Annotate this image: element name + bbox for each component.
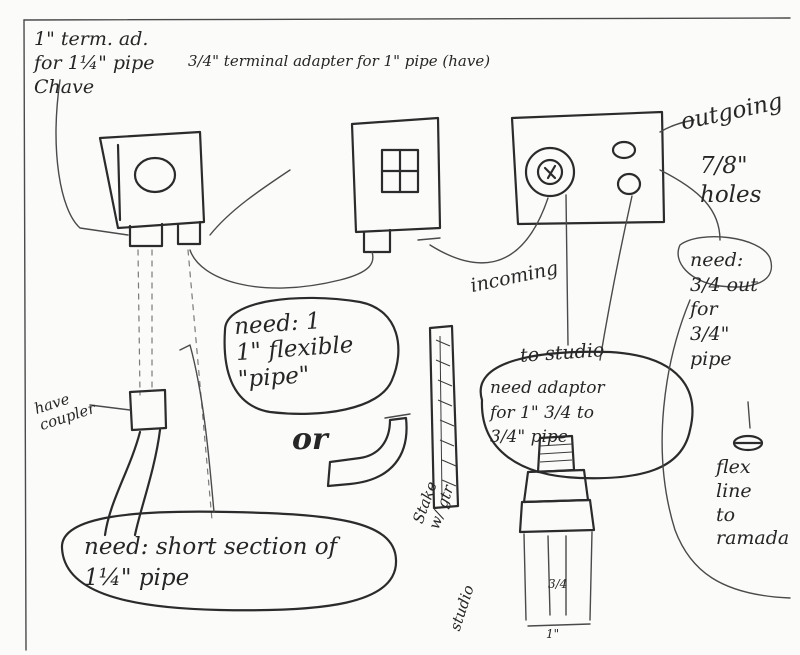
- to-studio-arrow: [599, 195, 633, 361]
- adaptor-fitting: [518, 434, 596, 627]
- flex-pipe-bubble: [223, 296, 400, 415]
- left-conduit-dash-1: [137, 249, 141, 396]
- incoming-arrow: [429, 197, 549, 264]
- outgoing-hole-1: [611, 140, 637, 160]
- elbow-fitting: [326, 416, 408, 488]
- adaptor-dim-small: 3/4: [548, 577, 568, 591]
- paper-top-edge: [23, 17, 791, 21]
- adaptor-bubble: [479, 350, 694, 480]
- flex-line-coupling: [732, 434, 764, 452]
- left-label-arrow: [55, 79, 129, 236]
- right-need-label: need: 3/4 out for 3/4" pipe: [690, 249, 758, 370]
- coupler-drawing: [89, 388, 168, 537]
- left-conduit-dash-3: [187, 249, 213, 521]
- outgoing-arrow: [659, 119, 695, 133]
- middle-terminal-box: [350, 116, 442, 254]
- short-section-need-label: need: short section of 1¼" pipe: [84, 534, 338, 592]
- holes-label: 7/8" holes: [700, 153, 762, 208]
- right-flex-line: [661, 299, 791, 599]
- stake-drawing: [428, 324, 460, 510]
- left-terminal-knockout: [133, 156, 177, 194]
- left-terminal-fitting-1: [128, 222, 164, 248]
- middle-terminal-label: 3/4" terminal adapter for 1" pipe (have): [188, 52, 491, 70]
- right-panel-box: [510, 110, 666, 226]
- outgoing-hole-2: [616, 172, 642, 196]
- flex-connection-line: [189, 249, 374, 289]
- left-terminal-label-line-1: 1" term. ad. for 1¼" pipe Chave: [34, 28, 155, 98]
- or-label: or: [292, 422, 328, 457]
- right-need-bubble: [677, 236, 773, 288]
- left-terminal-box: [98, 130, 206, 248]
- flex-line-label: flex line to ramada: [716, 456, 790, 550]
- paper-left-edge: [23, 19, 27, 651]
- middle-label-arrow: [209, 169, 291, 236]
- incoming-hole: [524, 146, 576, 198]
- left-terminal-fitting-2: [176, 220, 202, 246]
- short-section-bubble: [60, 510, 398, 612]
- flex-pipe-need-label: need: 1 1" flexible "pipe": [233, 308, 355, 393]
- left-terminal-label: 1" term. ad. for 1¼" pipe Chave: [34, 28, 155, 99]
- adaptor-dim-bottom: 1": [546, 627, 560, 641]
- incoming-arrow-head: [417, 237, 441, 241]
- adaptor-need-label: need adaptor for 1" 3/4 to 3/4" pipe: [490, 378, 605, 448]
